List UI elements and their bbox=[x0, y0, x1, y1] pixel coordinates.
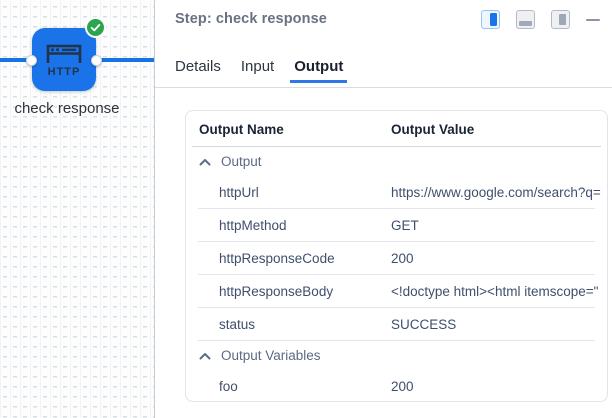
http-icon-text: HTTP bbox=[48, 66, 81, 78]
input-port[interactable] bbox=[26, 55, 37, 66]
panel-layout-controls bbox=[481, 10, 600, 29]
group-row-output[interactable]: Output bbox=[186, 147, 607, 176]
panel-title: Step: check response bbox=[175, 11, 327, 27]
output-table: Output Name Output Value Output httpUrl … bbox=[185, 110, 608, 402]
output-value: GET bbox=[391, 218, 419, 233]
outgoing-edge bbox=[96, 58, 154, 62]
output-value: 200 bbox=[391, 251, 414, 266]
output-name: httpResponseCode bbox=[219, 251, 335, 266]
output-port[interactable] bbox=[91, 55, 102, 66]
tab-bar: Details Input Output bbox=[171, 52, 348, 83]
workflow-canvas[interactable]: HTTP check response bbox=[0, 0, 154, 418]
output-name: httpResponseBody bbox=[219, 284, 334, 299]
http-icon: HTTP bbox=[46, 44, 82, 78]
column-header-output-name: Output Name bbox=[199, 121, 284, 137]
tab-input[interactable]: Input bbox=[240, 58, 275, 75]
table-header-row: Output Name Output Value bbox=[186, 111, 607, 147]
group-label: Output bbox=[221, 154, 262, 169]
table-row: httpUrl https://www.google.com/search?q= bbox=[186, 176, 607, 209]
output-value: 200 bbox=[391, 379, 414, 394]
chevron-up-icon[interactable] bbox=[199, 158, 211, 166]
group-row-output-variables[interactable]: Output Variables bbox=[186, 341, 607, 370]
minimize-icon[interactable] bbox=[586, 10, 600, 29]
output-name: foo bbox=[219, 379, 238, 394]
table-row: foo 200 bbox=[186, 370, 607, 401]
step-detail-panel: Step: check response Details Input Outpu… bbox=[155, 0, 612, 418]
table-row: status SUCCESS bbox=[186, 308, 607, 341]
http-task-node[interactable]: HTTP bbox=[32, 28, 96, 91]
panel-divider bbox=[154, 0, 155, 418]
table-row: httpMethod GET bbox=[186, 209, 607, 242]
success-check-badge bbox=[85, 17, 106, 38]
output-value: <!doctype html><html itemscope=" bbox=[391, 284, 599, 299]
output-name: status bbox=[219, 317, 256, 332]
output-name: httpUrl bbox=[219, 185, 259, 200]
bottom-panel-icon[interactable] bbox=[516, 10, 535, 29]
group-label: Output Variables bbox=[221, 348, 321, 363]
check-icon bbox=[90, 23, 101, 32]
table-row: httpResponseBody <!doctype html><html it… bbox=[186, 275, 607, 308]
output-value: SUCCESS bbox=[391, 317, 457, 332]
tab-details[interactable]: Details bbox=[175, 58, 221, 75]
chevron-up-icon[interactable] bbox=[199, 352, 211, 360]
incoming-edge bbox=[0, 58, 32, 62]
split-view-icon[interactable] bbox=[481, 10, 500, 29]
right-panel-icon[interactable] bbox=[551, 10, 570, 29]
table-row: httpResponseCode 200 bbox=[186, 242, 607, 275]
tabs-divider bbox=[155, 87, 612, 88]
output-name: httpMethod bbox=[219, 218, 287, 233]
column-header-output-value: Output Value bbox=[391, 121, 475, 137]
output-value: https://www.google.com/search?q= bbox=[391, 185, 601, 200]
node-label: check response bbox=[14, 100, 120, 117]
tab-output[interactable]: Output bbox=[290, 52, 348, 83]
